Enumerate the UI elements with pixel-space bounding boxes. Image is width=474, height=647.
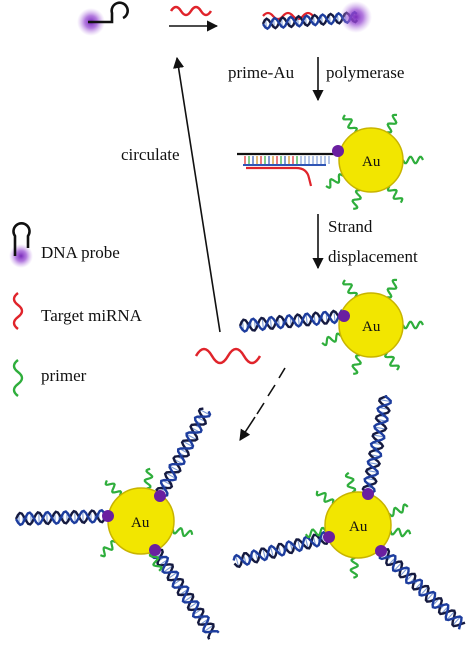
primer-strand-c1-3 xyxy=(386,185,404,204)
legend-item-target-mirna: Target miRNA xyxy=(12,292,143,330)
primer-strand-br-4 xyxy=(349,556,359,579)
product-complex-right: Au xyxy=(232,394,466,630)
primer-strand-c2-2 xyxy=(402,320,424,330)
primer-strand-br-2 xyxy=(388,503,409,518)
product-complex-left: Au xyxy=(14,407,220,640)
legend-item-primer: primer xyxy=(12,359,87,397)
au-label-1: Au xyxy=(362,154,381,170)
anchor-dot-3 xyxy=(102,510,114,522)
legend-label-target-mirna: Target miRNA xyxy=(41,306,143,325)
hairpin-probe-icon xyxy=(88,1,129,24)
primer-strand-c1-4 xyxy=(351,189,362,210)
duplex-br-down xyxy=(378,548,466,630)
opened-probe-duplex xyxy=(261,1,372,33)
gold-nanoparticle-1 xyxy=(338,127,404,193)
primer-strand-br-0 xyxy=(315,490,335,505)
legend-item-dna-probe: DNA probe xyxy=(9,222,120,268)
primer-strand-bl-0 xyxy=(104,479,123,497)
duplex-bl-up xyxy=(155,407,212,498)
au-label-4: Au xyxy=(349,519,368,535)
primer-strand-bl-3 xyxy=(148,551,163,572)
duplex-br-up xyxy=(361,394,392,496)
au-label-3: Au xyxy=(131,515,150,531)
primer-strand-c1-0 xyxy=(341,114,359,133)
primer-strand-c2-0 xyxy=(341,279,359,298)
duplex-bl-down xyxy=(151,548,220,640)
extension-complex: Au xyxy=(237,113,424,210)
anchor-dot-1 xyxy=(332,145,344,157)
released-target-mirna xyxy=(194,347,262,365)
legend-label-primer: primer xyxy=(41,366,87,385)
anchor-dot-6 xyxy=(362,488,374,500)
primer-strand-c2-3 xyxy=(383,352,401,371)
strand-label: Strand xyxy=(328,217,373,236)
primer-strand-c1-5 xyxy=(325,172,344,190)
primer-strand-bl-4 xyxy=(99,539,117,558)
duplex-bl-left xyxy=(14,508,110,527)
legend-label-dna-probe: DNA probe xyxy=(41,243,120,262)
primer-strand-br-3 xyxy=(389,527,412,538)
top-fluorophore-glow xyxy=(340,1,372,33)
duplex-c2 xyxy=(238,309,345,333)
primer-strand-br-5 xyxy=(304,526,327,539)
gold-nanoparticle-4 xyxy=(324,491,392,559)
primer-strand-c2-5 xyxy=(321,332,342,347)
anchor-dot-8 xyxy=(375,545,387,557)
primer-strand-c2-4 xyxy=(351,354,362,375)
gold-nanoparticle-2 xyxy=(338,292,404,358)
primer-strand-bl-1 xyxy=(143,467,154,490)
anchor-dot-2 xyxy=(338,310,350,322)
polymerase-label: polymerase xyxy=(326,63,404,82)
legend: DNA probe Target miRNA primer xyxy=(9,222,143,397)
anchor-dot-7 xyxy=(323,531,335,543)
hairpin-probe xyxy=(77,1,129,36)
repeat-dashed-arrow xyxy=(256,367,286,415)
prime-au-label: prime-Au xyxy=(228,63,295,82)
primer-strand-icon xyxy=(12,359,24,397)
primer-strand-bl-2 xyxy=(171,526,194,538)
mirna-strand-icon xyxy=(12,292,24,330)
target-mirna-top xyxy=(169,5,213,17)
primer-strand-c1-1 xyxy=(386,113,398,134)
anchor-dot-5 xyxy=(149,544,161,556)
anchor-dot-4 xyxy=(154,490,166,502)
legend-probe-glow xyxy=(9,244,33,268)
duplex-br-left xyxy=(232,530,331,569)
repeat-arrow-head-line xyxy=(239,416,256,441)
circulate-label: circulate xyxy=(121,145,180,164)
primer-strand-c1-2 xyxy=(402,155,424,165)
hairpin-probe-icon xyxy=(12,222,31,256)
primer-strand-c2-1 xyxy=(386,278,398,299)
au-label-2: Au xyxy=(362,319,381,335)
circulate-arrow xyxy=(173,56,221,333)
primer-strand-br-1 xyxy=(344,471,357,494)
displacement-label: displacement xyxy=(328,247,418,266)
displaced-duplex-complex: Au xyxy=(238,278,424,375)
